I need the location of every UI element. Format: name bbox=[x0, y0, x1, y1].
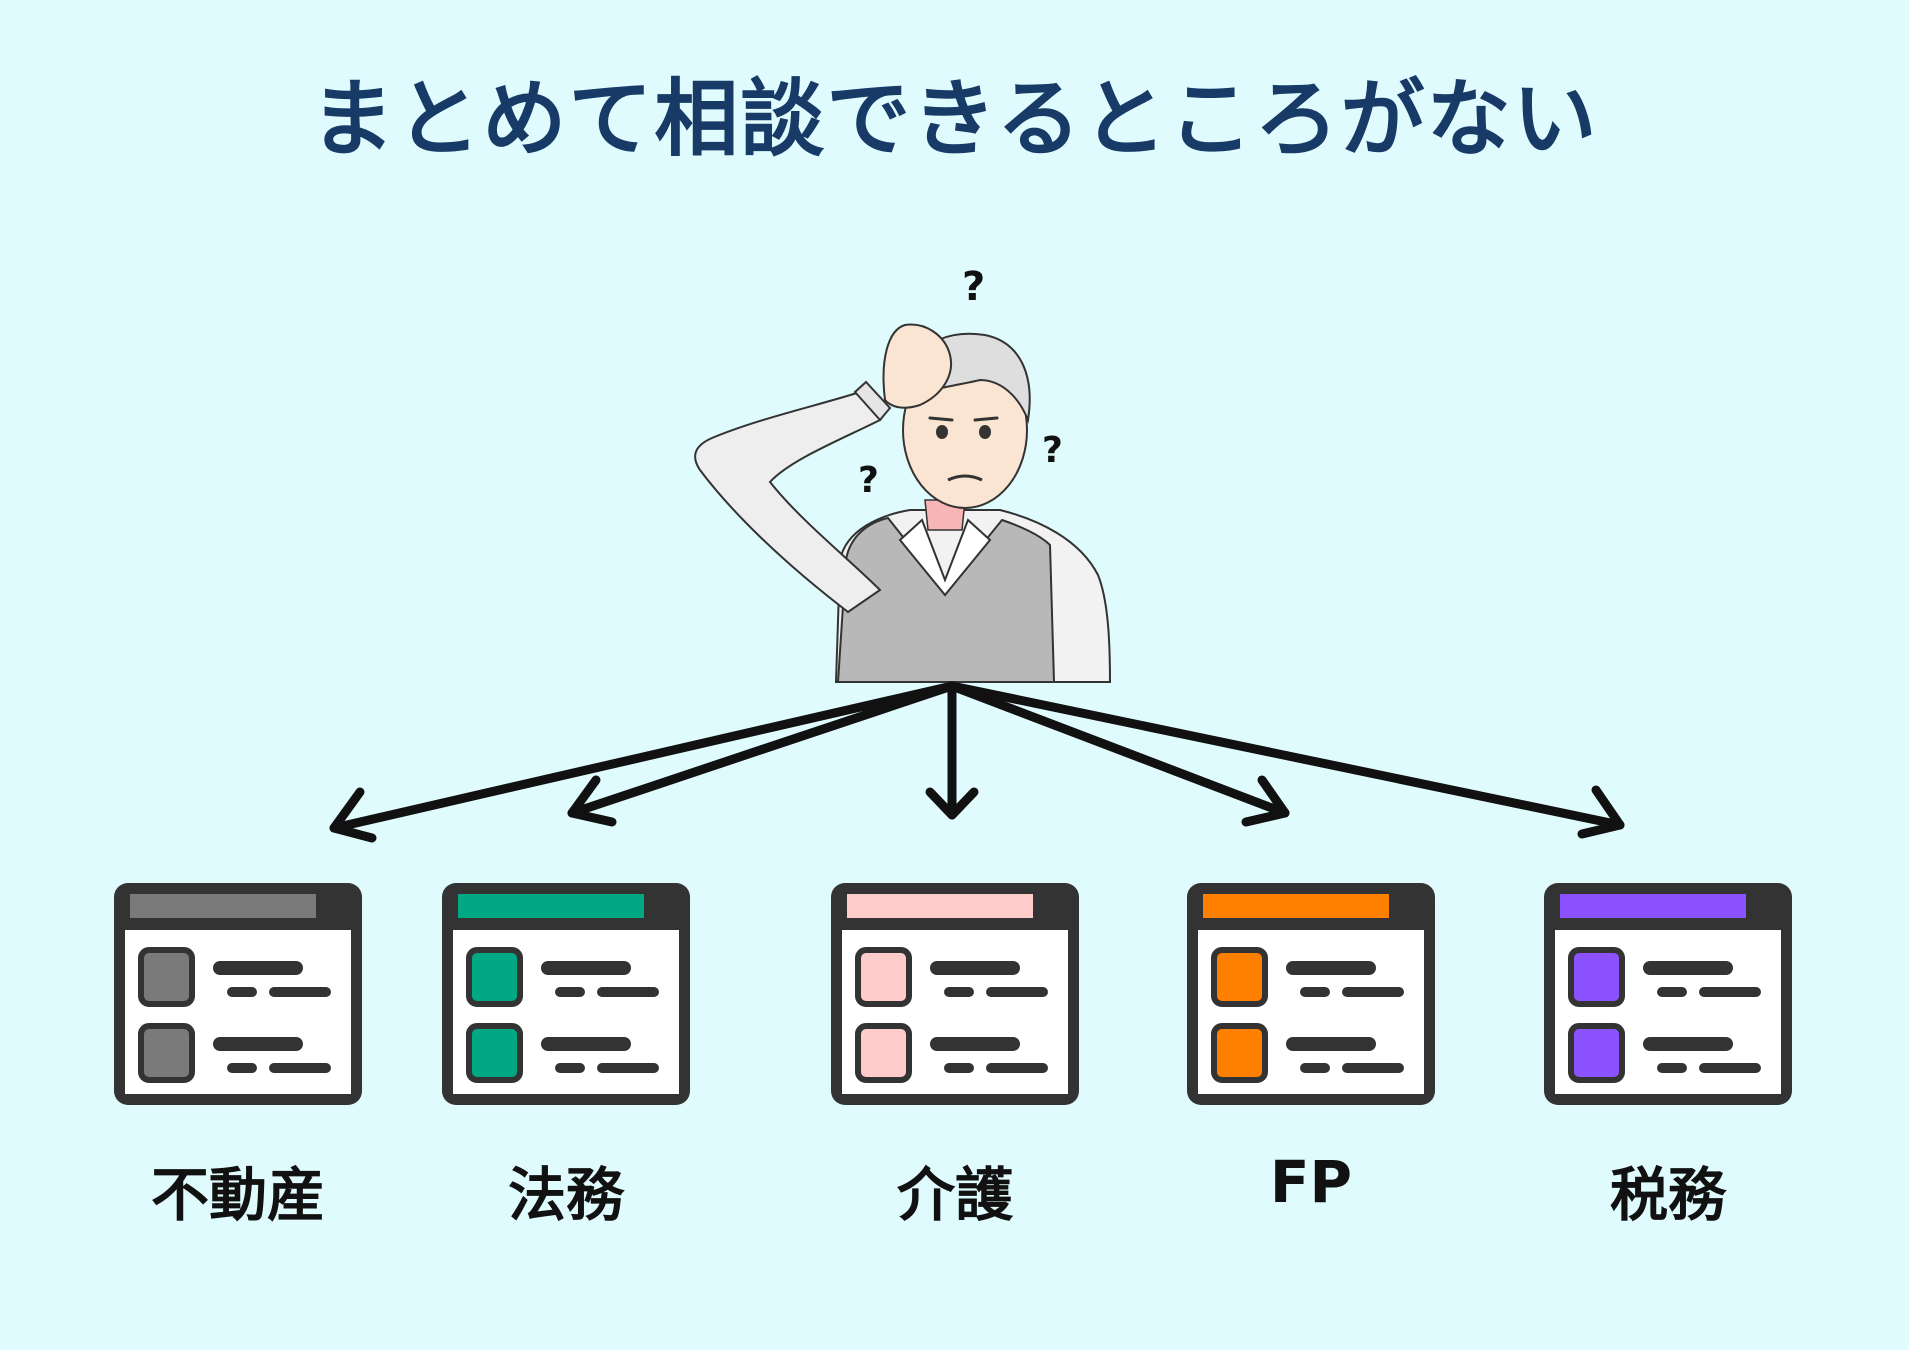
arrow-to-tax bbox=[947, 681, 1625, 839]
label-legal: 法務 bbox=[507, 1161, 624, 1229]
window-icon-legal bbox=[442, 883, 690, 1105]
label-fp: FP bbox=[1269, 1148, 1353, 1216]
arrows bbox=[329, 681, 1625, 843]
label-care: 介護 bbox=[896, 1161, 1013, 1229]
page-title: まとめて相談できるところがない bbox=[310, 70, 1599, 168]
question-mark-icon: ? bbox=[1042, 430, 1063, 471]
window-icon-tax bbox=[1544, 883, 1792, 1105]
window-icon-real-estate bbox=[114, 883, 362, 1105]
question-mark-icon: ? bbox=[962, 264, 985, 310]
confused-elderly-man-illustration: ? ? ? bbox=[694, 264, 1112, 683]
label-tax: 税務 bbox=[1609, 1161, 1726, 1229]
window-icon-fp bbox=[1187, 883, 1435, 1105]
label-real-estate: 不動産 bbox=[150, 1161, 325, 1229]
window-icon-care bbox=[831, 883, 1079, 1105]
arrow-to-real-estate bbox=[329, 681, 957, 843]
arrow-to-legal bbox=[567, 681, 957, 827]
arrow-to-fp bbox=[947, 681, 1290, 827]
question-mark-icon: ? bbox=[858, 460, 879, 501]
arrow-to-care bbox=[925, 681, 979, 820]
